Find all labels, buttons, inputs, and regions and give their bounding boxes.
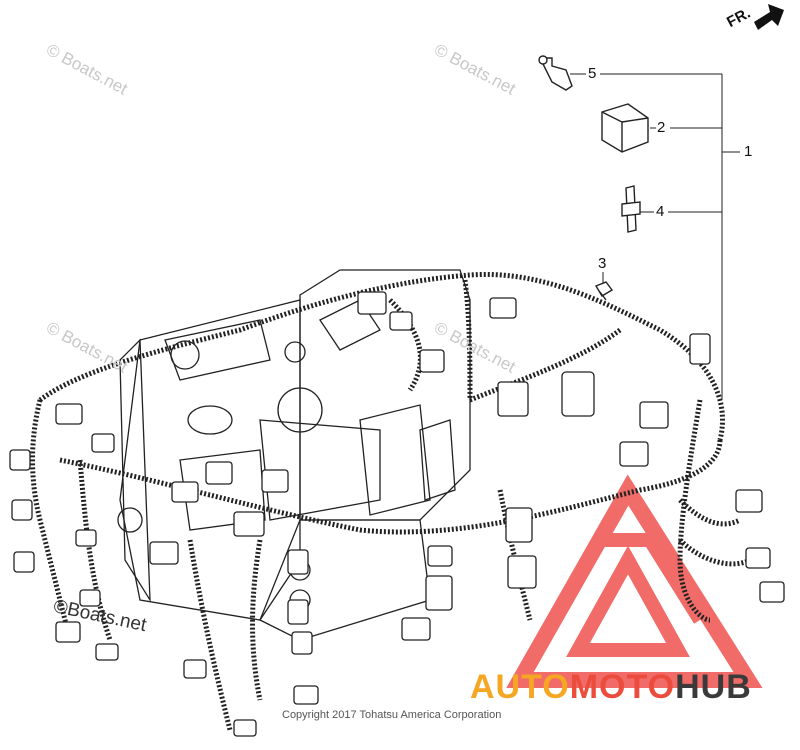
brand-wordmark: AUTOMOTOHUB [470,668,752,707]
callout-5: 5 [588,65,597,82]
leader-lines [570,73,740,400]
copyright-notice: Copyright 2017 Tohatsu America Corporati… [282,709,502,721]
connectors [9,291,785,737]
callout-2: 2 [657,119,666,136]
engine-block [117,269,471,641]
brand-part-hub: HUB [675,668,752,706]
front-direction-arrow-icon [754,4,784,30]
brand-part-auto: AUTO [470,668,570,706]
part-4-clip [621,185,641,233]
brand-logo-icon [506,474,763,688]
brand-part-moto: MOTO [569,668,676,706]
callout-4: 4 [656,203,665,220]
part-3-bolt [594,281,614,301]
part-2-grommet [601,103,649,153]
part-5-clamp [538,55,573,91]
callout-1: 1 [744,143,753,160]
callout-3: 3 [598,255,607,272]
harness-loom [30,271,752,731]
